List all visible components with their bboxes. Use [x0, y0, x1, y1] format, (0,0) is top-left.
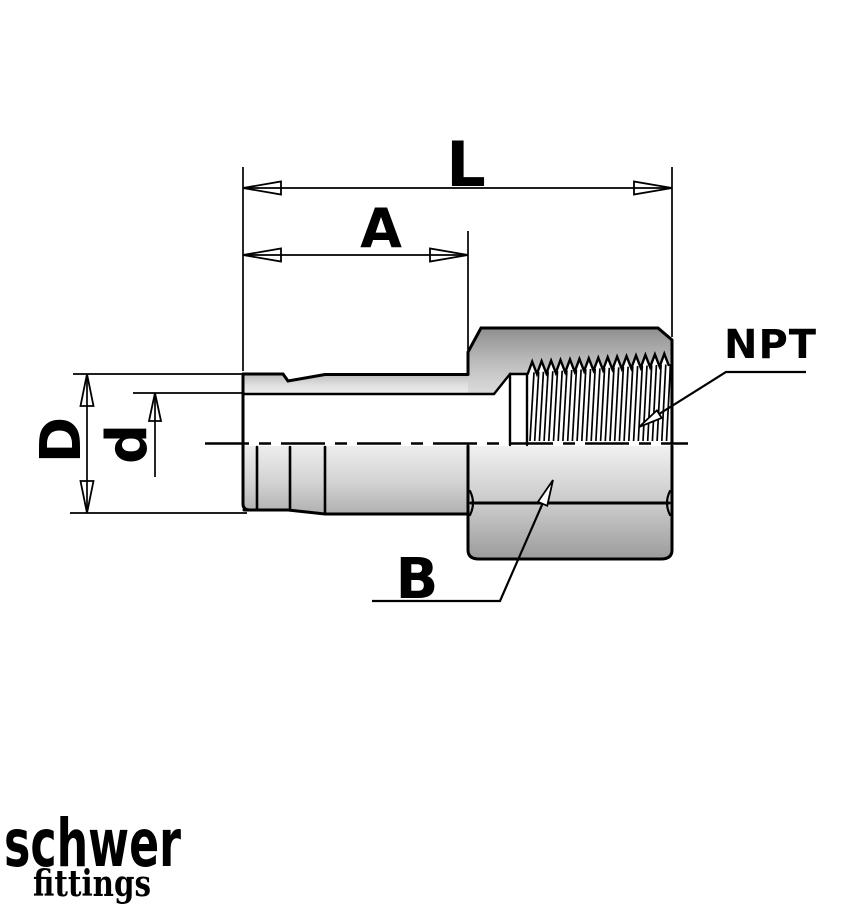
thread-flank-line	[651, 364, 658, 442]
thread-flank-line	[571, 369, 578, 442]
arrow-L-right	[633, 180, 673, 196]
thread-flank-line	[632, 366, 639, 442]
npt-leader-arrow	[638, 409, 664, 428]
thread-flank-line	[580, 369, 587, 442]
thread-flank-line	[595, 368, 601, 442]
fitting-outline	[241, 326, 674, 561]
npt-thread-section	[526, 350, 672, 444]
dimension-arrowheads	[79, 180, 673, 514]
arrow-D-up	[79, 373, 95, 407]
callout-leaders	[372, 370, 806, 603]
hex-upper-flat-fill	[468, 446, 672, 503]
thread-flank-line	[543, 371, 549, 442]
brand-logo: schwer fittings	[4, 805, 181, 905]
body-upper-outline	[466, 326, 674, 445]
neck-fill	[290, 446, 325, 514]
thread-flank-line	[599, 368, 606, 442]
thread-flank-line	[533, 372, 540, 442]
thread-flank-line	[627, 366, 634, 442]
hex-lower-flat-fill	[468, 503, 672, 559]
b-leader-arrow	[536, 479, 554, 508]
arrow-L-left	[242, 180, 282, 196]
b-leader-underline	[372, 497, 547, 603]
thread-flank-line	[552, 370, 559, 442]
hex-corner-facet-right	[665, 489, 672, 517]
thread-flank-line	[576, 369, 582, 442]
thread-flank-line	[604, 367, 611, 442]
thread-flank-line	[590, 368, 597, 442]
thread-flank-line	[665, 364, 672, 442]
thread-flank-line	[538, 371, 545, 442]
tube-wall-fill	[243, 374, 468, 394]
label-hex: B	[396, 547, 439, 612]
arrow-A-right	[429, 247, 469, 263]
ferrule-rings-fill	[244, 446, 290, 510]
logo-wordmark: schwer	[4, 805, 181, 882]
thread-flank-line	[642, 365, 648, 442]
thread-flank-line	[562, 370, 568, 442]
label-outer-diameter: D	[29, 417, 94, 463]
hex-outline	[466, 444, 674, 561]
arrow-A-left	[242, 247, 282, 263]
tube-top-edge	[241, 372, 470, 383]
thread-flank-line	[646, 365, 653, 442]
dimension-labels: L A D d NPT B	[29, 128, 817, 612]
hex-corner-facet-left	[468, 489, 475, 517]
lower-bottom-edge	[242, 508, 470, 516]
arrow-D-down	[79, 480, 95, 514]
thread-flank-line	[623, 366, 629, 442]
thread-crest-line	[526, 350, 671, 378]
thread-hatch-lines	[529, 364, 672, 442]
thread-flank-line	[609, 367, 615, 442]
thread-flank-line	[529, 372, 535, 442]
thread-flank-line	[637, 365, 644, 442]
label-stub-length: A	[360, 197, 402, 260]
thread-flank-line	[613, 367, 620, 442]
label-overall-length: L	[446, 128, 486, 201]
npt-leader-underline	[647, 370, 806, 422]
thread-flank-line	[585, 368, 592, 442]
bore-cone-edge	[492, 372, 512, 396]
label-inner-diameter: d	[95, 424, 160, 464]
label-thread-type: NPT	[724, 322, 817, 368]
logo-tagline: fittings	[33, 863, 151, 905]
thread-flank-line	[656, 364, 662, 442]
thread-flank-line	[660, 364, 667, 442]
cylinder-fill	[325, 446, 468, 514]
arrow-d-up	[147, 392, 163, 422]
thread-flank-line	[618, 366, 625, 442]
thread-flank-line	[566, 370, 573, 442]
thread-flank-line	[557, 370, 564, 442]
thread-flank-line	[547, 371, 554, 442]
